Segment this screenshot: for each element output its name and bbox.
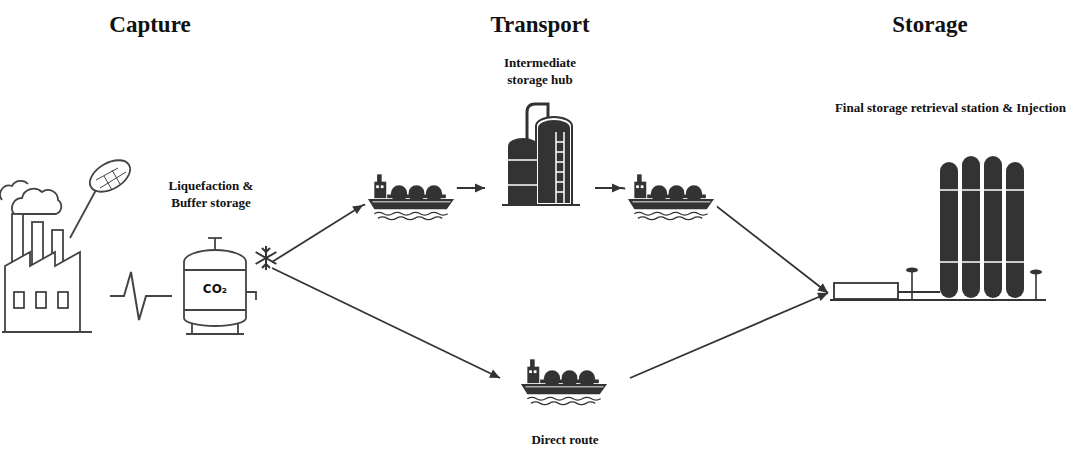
- intermediate-hub-node: Intermediate storage hub: [485, 55, 595, 207]
- section-heading: Storage: [892, 12, 967, 38]
- hub-tanks-icon: [508, 138, 538, 205]
- hub-tanks-icon: [536, 117, 572, 205]
- co2-tank-icon: [186, 333, 244, 335]
- arrow-head: [475, 184, 485, 193]
- hub-tanks-icon: [508, 184, 538, 186]
- injection-station-icon: [962, 156, 980, 298]
- co2-tank-icon: [191, 324, 193, 334]
- co2-tank-icon: [208, 237, 222, 239]
- hub-tanks-icon: [508, 159, 538, 161]
- node-label: Final storage retrieval station & Inject…: [833, 100, 1068, 117]
- co2-tank-icon: [246, 292, 256, 300]
- flow-arrow: [630, 293, 828, 378]
- arrow-head: [489, 370, 500, 378]
- factory-icon: [0, 181, 28, 200]
- factory-icon: [14, 292, 24, 308]
- snowflake-symbol: [256, 246, 277, 270]
- arrow-head: [817, 293, 828, 301]
- co2-tank-icon: [237, 324, 239, 334]
- factory-icon: [84, 154, 135, 199]
- factory-icon: [70, 190, 96, 238]
- hub-tanks-icon: [538, 120, 570, 203]
- factory-icon: [96, 168, 126, 190]
- snowflake-symbol: [256, 252, 277, 264]
- node-label: Liquefaction & Buffer storage: [150, 178, 272, 212]
- factory-icon: [110, 272, 172, 320]
- factory-icon: [12, 189, 61, 214]
- injection-station-icon: [1035, 274, 1037, 299]
- flow-line: [630, 293, 828, 378]
- injection-station-icon: [898, 291, 940, 293]
- final-storage-node: Final storage retrieval station & Inject…: [828, 100, 1073, 305]
- snowflake-symbol: [262, 248, 270, 268]
- flow-line: [272, 268, 500, 378]
- hub-tanks-icon: [556, 142, 564, 192]
- co2-tank-icon: [184, 250, 246, 326]
- arrow-head: [817, 283, 828, 293]
- co2-tank-icon: [184, 238, 256, 334]
- hub-tanks-icon: [502, 104, 580, 205]
- factory-icon: [5, 252, 80, 332]
- co2-tank-icon: [184, 309, 246, 311]
- ship-icon: [625, 167, 717, 222]
- injection-station-icon: [940, 162, 958, 298]
- ship-icon: [365, 167, 457, 222]
- injection-station-icon: [906, 268, 918, 273]
- liquefaction-buffer-node: Liquefaction & Buffer storage: [150, 178, 272, 335]
- section-heading: Transport: [490, 12, 589, 38]
- arrow-head: [352, 205, 363, 214]
- direct-route-node: Direct route: [500, 345, 630, 449]
- snowflake-symbol: [256, 252, 277, 264]
- node-label: Direct route: [529, 432, 600, 449]
- injection-station-icon: [830, 156, 1046, 300]
- co2-tank-icon: [184, 269, 246, 271]
- injection-station-icon: [1006, 162, 1024, 298]
- section-heading: Capture: [109, 12, 190, 38]
- factory-icon: [58, 292, 68, 308]
- injection-station-icon: [911, 272, 913, 299]
- tank-label: CO₂: [203, 282, 227, 296]
- injection-station-icon: [834, 283, 898, 299]
- hub-tanks-icon: [502, 204, 580, 206]
- node-label: Intermediate storage hub: [485, 55, 595, 89]
- arrow-head: [612, 184, 622, 193]
- injection-station-icon: [940, 190, 1024, 262]
- flow-arrow: [272, 268, 500, 378]
- factory-icon: [2, 331, 92, 333]
- factory-icon: [0, 154, 172, 332]
- injection-station-icon: [984, 156, 1002, 298]
- factory-icon: [36, 292, 46, 308]
- co2-tank-icon: [214, 238, 216, 250]
- injection-station-icon: [1030, 270, 1042, 275]
- ship-icon: [518, 352, 610, 407]
